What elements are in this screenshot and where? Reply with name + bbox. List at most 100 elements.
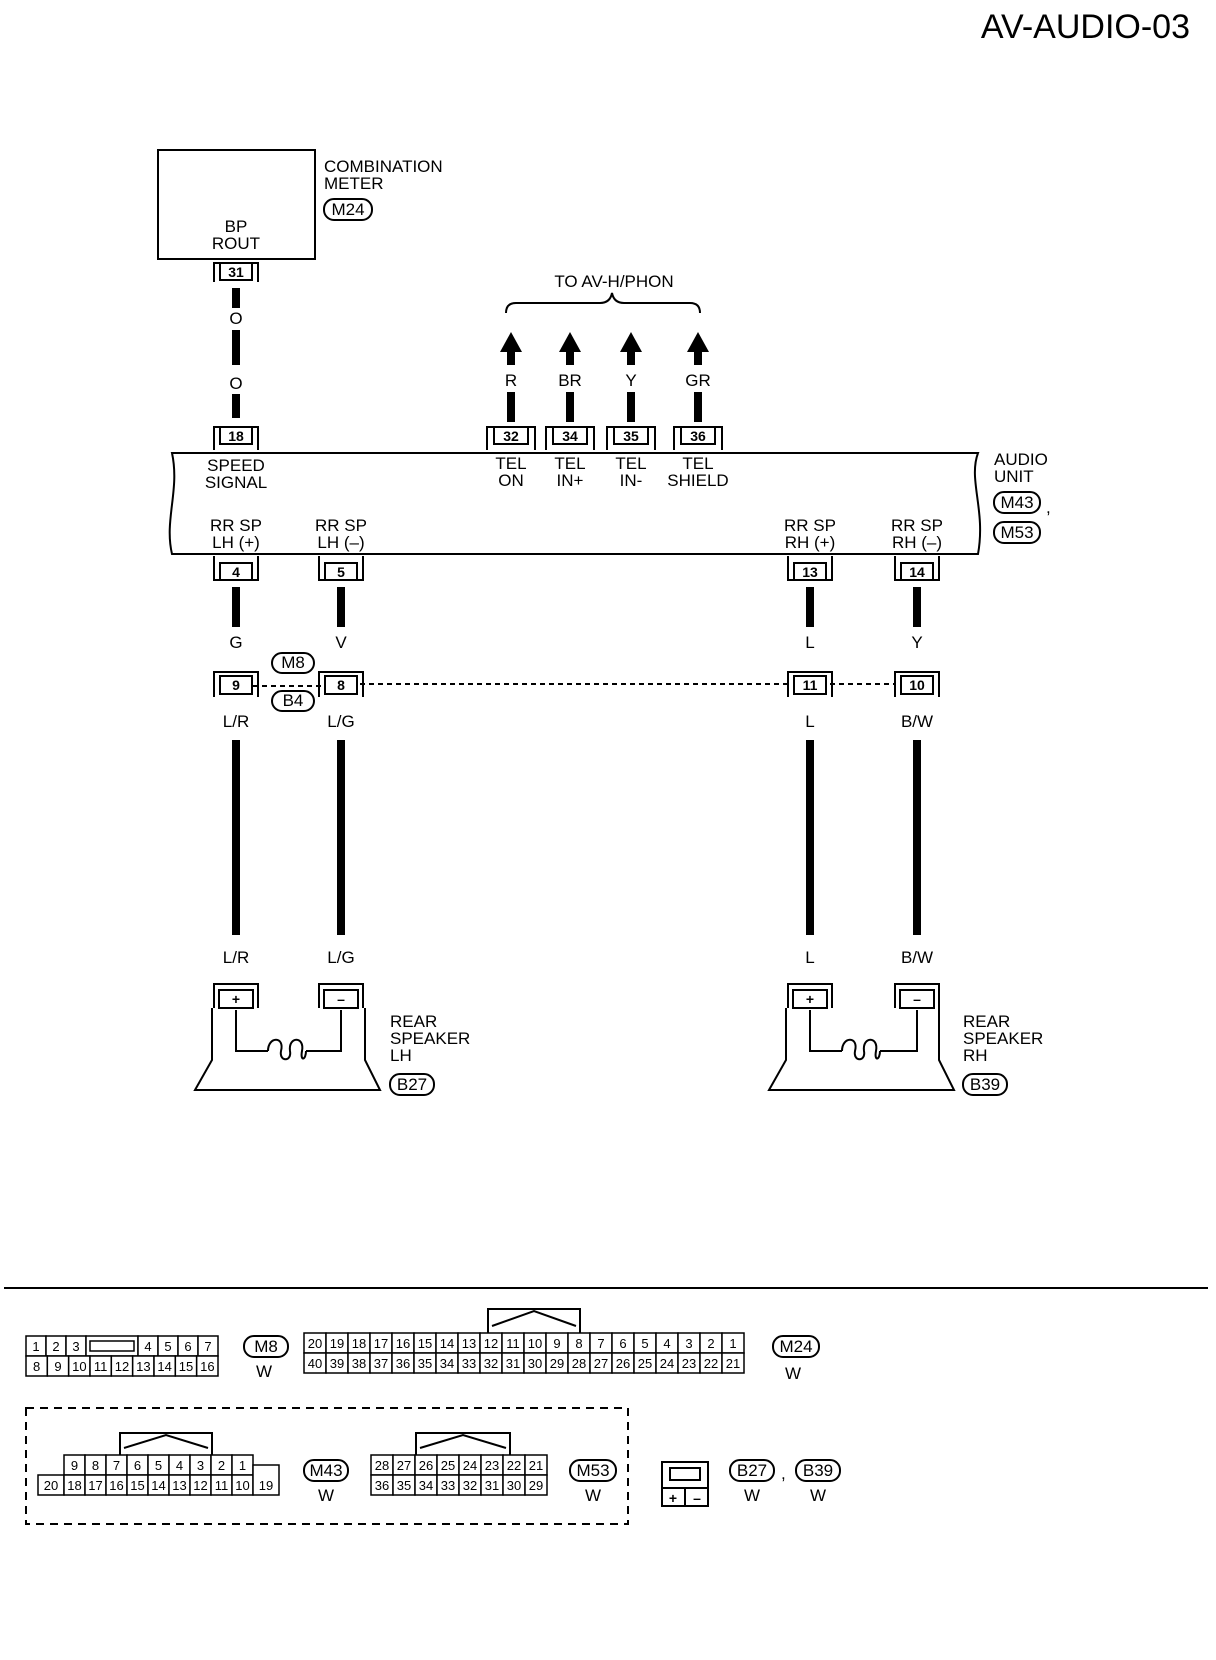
speaker-rh-label-2: SPEAKER (963, 1029, 1043, 1048)
m24-pin-number: 23 (682, 1356, 696, 1371)
speaker-rh-housing (767, 1008, 956, 1091)
speed-label-1: SPEED (207, 456, 265, 475)
m24-pin-number: 20 (308, 1336, 322, 1351)
output-pin: 14 (909, 564, 925, 580)
speaker-lh-badge (389, 1073, 435, 1096)
m43-pin-number: 12 (193, 1478, 207, 1493)
meter-connector-badge (323, 198, 373, 221)
speaker-output: RR SP RH (+) 13 L 11 L L + (784, 516, 836, 1009)
speaker-lh-coil-wire (235, 1010, 342, 1052)
m24-latch (487, 1308, 581, 1333)
joint-pin: 10 (909, 677, 925, 693)
speaker-wire-color: L/G (327, 948, 354, 967)
m24-pin-number: 4 (663, 1336, 670, 1351)
meter-connector-id: M24 (331, 200, 364, 219)
meter-terminal-label-1: BP (225, 217, 248, 236)
m43-pin-number: 11 (215, 1478, 229, 1493)
speaker-terminal-sign: + (806, 991, 814, 1007)
m43-name: M43 (309, 1461, 342, 1480)
m43-pin-number: 1 (239, 1458, 246, 1473)
tel-wire-color: Y (625, 371, 636, 390)
m24-pin-number: 15 (418, 1336, 432, 1351)
m8-pin-number: 5 (164, 1339, 171, 1354)
m53-cell (524, 1474, 548, 1496)
speaker-lh-label-1: REAR (390, 1012, 437, 1031)
m8-pin-number: 4 (144, 1339, 151, 1354)
m8-cell (85, 1335, 139, 1357)
audio-unit-name-1: AUDIO (994, 450, 1048, 469)
m8-pin-number: 15 (179, 1359, 193, 1374)
m24-pin-number: 27 (594, 1356, 608, 1371)
m24-pin-number: 36 (396, 1356, 410, 1371)
m24-color: W (785, 1364, 801, 1383)
spk-minus: – (693, 1490, 701, 1506)
m24-pin-number: 25 (638, 1356, 652, 1371)
m24-pin-number: 5 (641, 1336, 648, 1351)
output-label-2: LH (+) (212, 533, 260, 552)
joint-badge-top (271, 652, 315, 674)
page-title: AV-AUDIO-03 (981, 8, 1190, 46)
m43-pin-number: 10 (235, 1478, 249, 1493)
m8-badge (243, 1335, 289, 1358)
m43-pin-number: 16 (109, 1478, 123, 1493)
spk-plus: + (669, 1490, 677, 1506)
joint-pin: 9 (232, 677, 240, 693)
m24-pin-number: 37 (374, 1356, 388, 1371)
tel-label-2: ON (498, 471, 524, 490)
m53-pin-number: 27 (397, 1458, 411, 1473)
m24-pin-number: 24 (660, 1356, 674, 1371)
m24-pin-number: 40 (308, 1356, 322, 1371)
tel-arrow (500, 332, 522, 352)
speaker-terminal-sign: + (232, 991, 240, 1007)
m43-pin-number: 8 (92, 1458, 99, 1473)
speaker-lh-connector: B27 (397, 1075, 427, 1094)
m24-pin-number: 28 (572, 1356, 586, 1371)
m43-pin-number: 4 (176, 1458, 183, 1473)
speaker-output: RR SP RH (–) 14 Y 10 B/W B/W – (891, 516, 943, 1009)
m53-latch (415, 1432, 511, 1455)
m8-pin-number: 6 (184, 1339, 191, 1354)
spk-connector-latch (669, 1467, 701, 1481)
output-label-2: RH (–) (892, 533, 942, 552)
tel-wire-color: BR (558, 371, 582, 390)
meter-wire-color-top: O (229, 309, 242, 328)
spk-separator: , (781, 1464, 786, 1483)
to-av-label: TO AV-H/PHON (554, 272, 673, 291)
m8-name: M8 (254, 1337, 278, 1356)
speaker-lh-label-2: SPEAKER (390, 1029, 470, 1048)
m53-pin-number: 23 (485, 1458, 499, 1473)
speaker-output: RR SP LH (+) 4 G 9 L/R L/R + (210, 516, 262, 1009)
meter-terminal-label-2: ROUT (212, 234, 260, 253)
m24-badge (772, 1335, 820, 1358)
m53-pin-number: 29 (529, 1478, 543, 1493)
m8-pin-number: 10 (72, 1359, 86, 1374)
b27-name: B27 (737, 1461, 767, 1480)
m24-pin-number: 11 (506, 1336, 520, 1351)
harness-wire-color: L (805, 712, 814, 731)
m24-pin-number: 18 (352, 1336, 366, 1351)
m8-pin-number: 13 (136, 1359, 150, 1374)
m8-pin-number: 12 (115, 1359, 129, 1374)
m24-pin-number: 19 (330, 1336, 344, 1351)
speaker-terminal-sign: – (337, 991, 345, 1007)
audio-unit-connector-1: M43 (1000, 493, 1033, 512)
m24-pin-number: 30 (528, 1356, 542, 1371)
m8-pin-number: 3 (72, 1339, 79, 1354)
rear-speaker-rh: REAR SPEAKER RH B39 (767, 1008, 1043, 1096)
speaker-terminal-sign: – (913, 991, 921, 1007)
tel-wire-color: GR (685, 371, 711, 390)
tel-wire-color: R (505, 371, 517, 390)
tel-label-1: TEL (682, 454, 713, 473)
tel-arrow (620, 332, 642, 352)
speaker-rh-connector: B39 (970, 1075, 1000, 1094)
m24-pin-number: 12 (484, 1336, 498, 1351)
output-label-2: RH (+) (785, 533, 836, 552)
m24-pin-number: 35 (418, 1356, 432, 1371)
output-wire-color: V (335, 633, 347, 652)
meter-wire-color-bottom: O (229, 374, 242, 393)
m43-pin-number: 18 (67, 1478, 81, 1493)
m24-pin-number: 13 (462, 1336, 476, 1351)
